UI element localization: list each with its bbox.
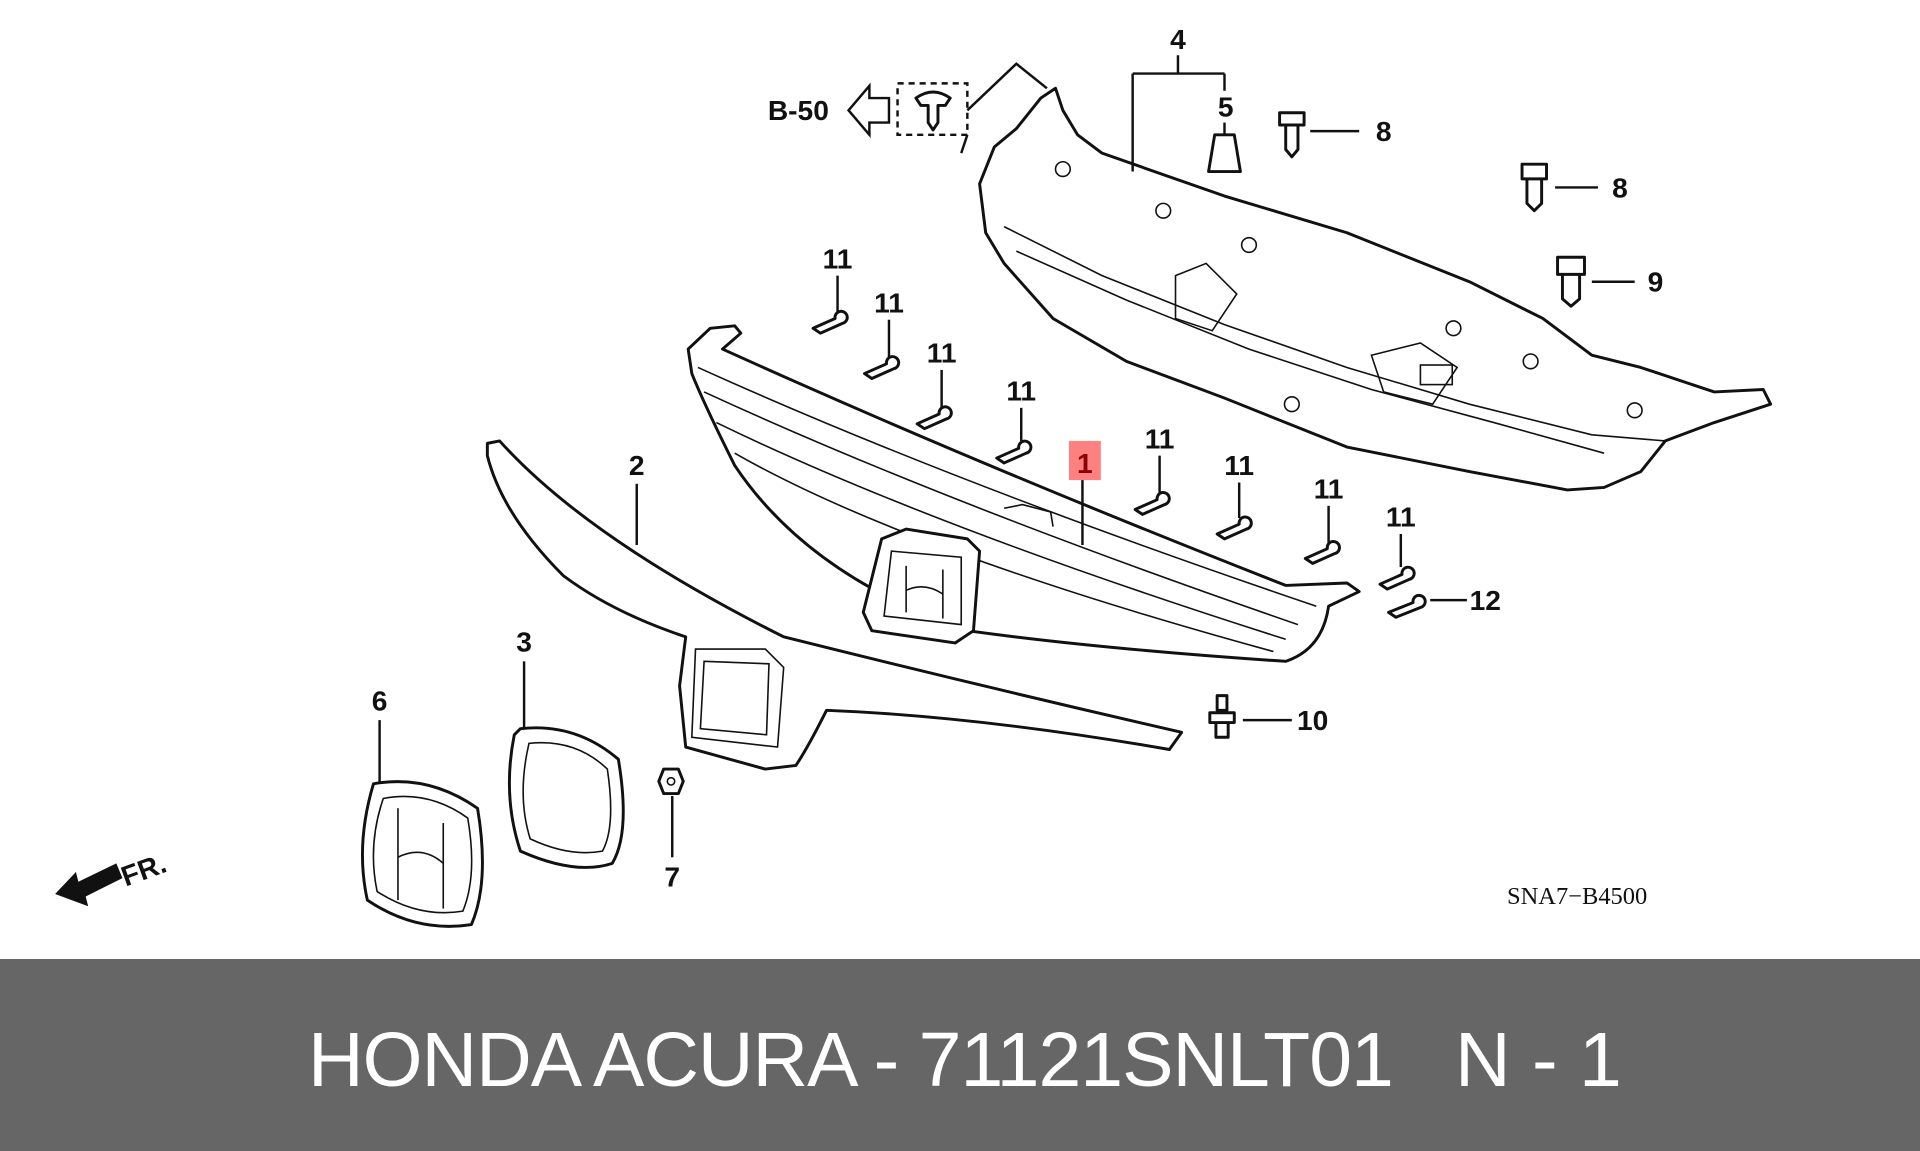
svg-text:7: 7 [664, 862, 680, 893]
clip-icon [914, 90, 952, 132]
front-arrow-icon [55, 863, 123, 907]
svg-text:11: 11 [823, 243, 853, 274]
section-ref-label[interactable]: B-50 [768, 95, 829, 126]
svg-text:8: 8 [1612, 172, 1628, 203]
callout-9: 9 [1556, 255, 1664, 308]
callout-4: 4 [1131, 24, 1226, 172]
callout-7: 7 [657, 767, 685, 893]
svg-text:11: 11 [874, 287, 904, 318]
svg-text:4: 4 [1170, 24, 1186, 55]
callout-8a: 8 [1278, 111, 1392, 159]
svg-text:11: 11 [1145, 423, 1175, 454]
svg-text:11: 11 [1314, 473, 1344, 504]
svg-text:5: 5 [1218, 91, 1234, 122]
part-4-shield[interactable] [978, 86, 1773, 492]
callout-2: 2 [629, 450, 645, 546]
part-1-grille[interactable] [686, 324, 1361, 663]
part-7-nut [657, 767, 685, 796]
leader-line [960, 134, 969, 154]
callout-6: 6 [372, 685, 388, 784]
callout-1: 1 [1068, 440, 1101, 546]
part-3-emblem-base[interactable] [507, 726, 625, 869]
footer-bar [0, 959, 1920, 1151]
callout-10: 10 [1208, 694, 1328, 739]
svg-text:6: 6 [372, 685, 388, 716]
reference-code: SNA7−B4500 [1507, 883, 1647, 910]
callout-3: 3 [516, 627, 532, 729]
front-direction-indicator: FR. [55, 848, 170, 907]
svg-text:10: 10 [1297, 705, 1328, 736]
parts-diagram: B-50 4 5 8 8 9 [55, 24, 1773, 928]
svg-text:FR.: FR. [117, 848, 170, 893]
part-2-molding[interactable] [485, 439, 1184, 771]
svg-text:11: 11 [1224, 450, 1254, 481]
svg-text:3: 3 [516, 627, 532, 658]
footer-page: N - 1 [1455, 1017, 1622, 1103]
part-6-h-emblem[interactable] [361, 780, 484, 928]
section-reference[interactable]: B-50 [768, 62, 1048, 154]
svg-text:11: 11 [1006, 376, 1036, 407]
leader-line [966, 62, 1048, 112]
part-9-clip [1556, 255, 1586, 308]
footer-title: HONDA ACURA - 71121SNLT01 [308, 1017, 1394, 1103]
callout-5: 5 [1207, 91, 1242, 174]
svg-text:8: 8 [1376, 116, 1392, 147]
svg-text:11: 11 [1386, 502, 1416, 533]
clip-detail-box [896, 82, 969, 137]
svg-text:11: 11 [927, 338, 957, 369]
callout-12: 12 [1387, 585, 1501, 619]
part-8-clip [1520, 162, 1548, 213]
part-8-clip [1278, 111, 1306, 159]
part-5-grommet [1207, 133, 1242, 174]
svg-text:1: 1 [1077, 448, 1093, 479]
highlight-box [1068, 440, 1101, 481]
callout-8b: 8 [1520, 162, 1628, 213]
svg-text:9: 9 [1648, 267, 1664, 298]
svg-text:2: 2 [629, 450, 645, 481]
reference-arrow-icon [846, 82, 891, 139]
svg-text:12: 12 [1470, 585, 1501, 616]
callout-11-group: 11 11 11 11 11 11 11 11 [811, 243, 1416, 591]
